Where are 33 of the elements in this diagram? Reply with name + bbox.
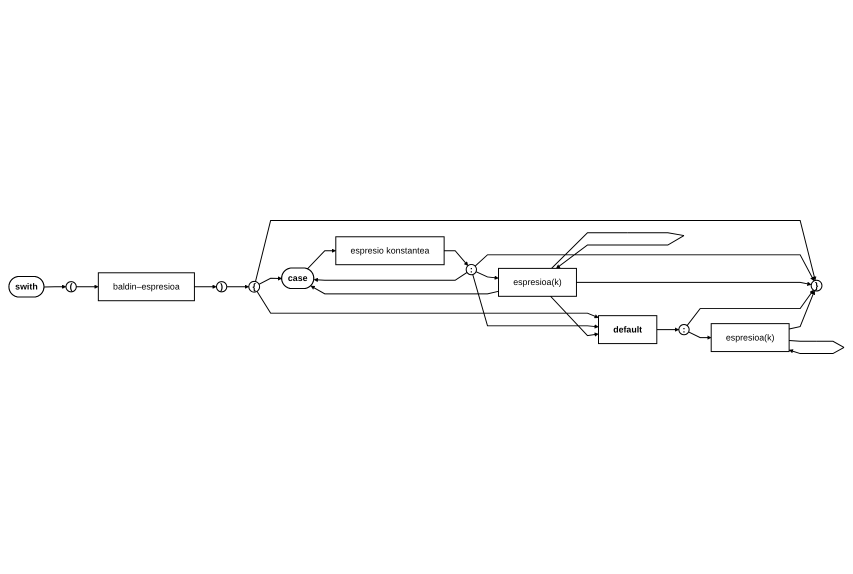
- arrow: [255, 220, 816, 282]
- node-circle: {: [248, 280, 260, 293]
- node-circle: (: [66, 281, 77, 292]
- node-circle: :: [466, 264, 477, 276]
- node-circle: ): [216, 281, 228, 292]
- arrow: [656, 327, 680, 332]
- arrow: [476, 271, 499, 280]
- arrow: [76, 284, 99, 289]
- arrow: [472, 274, 599, 329]
- arrow: [686, 290, 814, 326]
- node-box: espresioa(k): [498, 268, 577, 297]
- arrow: [44, 284, 66, 289]
- arrow: [258, 276, 282, 285]
- arrow: [194, 284, 217, 289]
- arrow: [788, 290, 816, 330]
- arrow: [306, 248, 336, 270]
- arrow: [550, 296, 599, 337]
- arrow: [256, 290, 599, 318]
- node-box: baldin–espresioa: [98, 272, 195, 302]
- arrow: [314, 272, 468, 282]
- arrow: [444, 250, 468, 266]
- node-box: default: [598, 315, 658, 344]
- arrow: [688, 331, 712, 340]
- node-box: espresio konstantea: [335, 236, 445, 266]
- node-circle: }: [810, 280, 822, 292]
- arrow: [788, 340, 844, 354]
- node-box: espresioa(k): [710, 323, 790, 352]
- arrow: [551, 232, 684, 269]
- arrow: [226, 284, 249, 289]
- node-circle: :: [678, 324, 690, 336]
- arrow: [576, 282, 812, 286]
- arrow: [474, 254, 814, 282]
- arrow: [310, 286, 499, 294]
